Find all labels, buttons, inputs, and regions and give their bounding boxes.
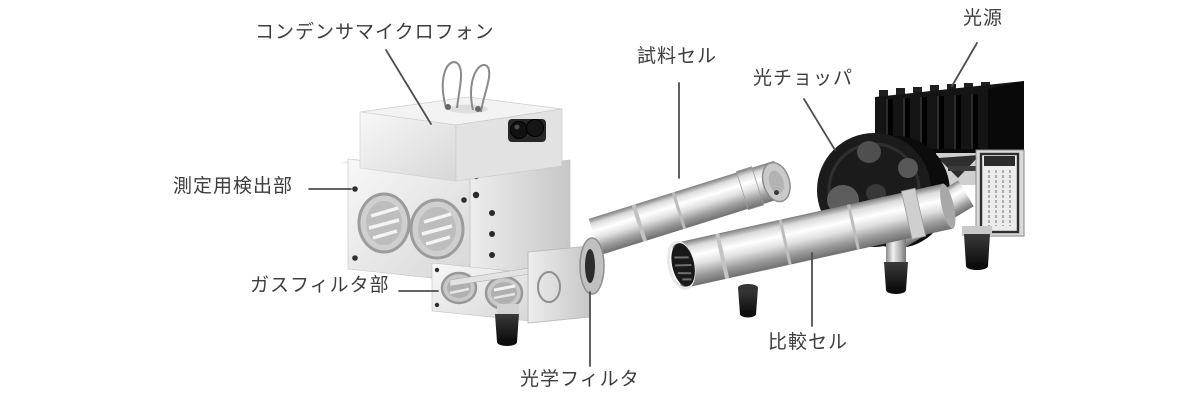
gas-filter-graphic <box>431 262 557 322</box>
detector-support-foot <box>495 304 519 346</box>
label-gas-filter-unit: ガスフィルタ部 <box>250 275 390 296</box>
label-light-source: 光源 <box>963 8 1004 29</box>
microphone-wires <box>441 61 491 113</box>
label-optical-filter: 光学フィルタ <box>520 369 640 390</box>
light-source-housing-graphic <box>936 149 1025 237</box>
connector-knob <box>508 119 546 142</box>
leader-lines <box>308 42 978 367</box>
light-source-heatsink-graphic <box>875 81 1024 155</box>
optical-filter-graphic <box>527 237 605 324</box>
source-support-foot <box>962 226 992 270</box>
condenser-microphone-graphic <box>359 61 563 182</box>
detector-window <box>409 198 465 260</box>
label-reference-cell: 比較セル <box>768 332 849 353</box>
reference-cell-graphic <box>666 183 956 290</box>
label-condenser-microphone: コンデンサマイクロフォン <box>255 22 495 43</box>
label-sample-cell: 試料セル <box>637 46 718 67</box>
gas-filter-window <box>484 275 524 311</box>
source-nameplate <box>979 152 1020 234</box>
label-light-chopper: 光チョッパ <box>753 68 854 89</box>
detector-window <box>357 192 411 254</box>
reference-cell-foot <box>738 284 758 318</box>
leader-light-source <box>951 42 978 87</box>
measurement-detector-graphic <box>340 158 571 283</box>
sample-cell-graphic <box>588 160 791 256</box>
label-measurement-detector: 測定用検出部 <box>173 176 294 197</box>
leader-light-chopper <box>803 98 836 151</box>
leader-condenser-microphone <box>385 49 432 125</box>
